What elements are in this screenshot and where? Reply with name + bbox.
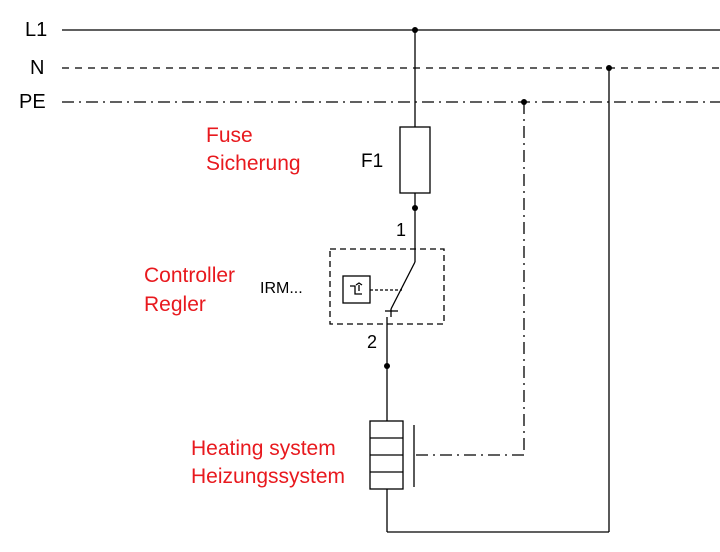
heater-title-de: Heizungssystem [191,465,346,488]
junction-dot-icon [384,363,390,369]
controller-model-label: IRM... [260,280,303,297]
thermostat-symbol-icon [342,275,371,304]
fuse-designator: F1 [361,151,384,172]
n-bus-label: N [30,57,45,79]
controller-title-en: Controller [144,264,236,287]
terminal-1-label: 1 [396,220,407,240]
junction-dot-icon [412,27,418,33]
junction-dot-icon [412,205,418,211]
heating-element-symbol [369,420,404,490]
fuse-title-en: Fuse [206,124,253,147]
pe-bus-label: PE [19,91,46,113]
heater-title-en: Heating system [191,437,336,460]
terminal-2-label: 2 [367,332,378,352]
switch-contact-icon [385,261,416,317]
controller-enclosure [329,248,445,325]
fuse-symbol [399,126,431,194]
junction-dot-icon [521,99,527,105]
fuse-title-de: Sicherung [206,152,301,175]
controller-title-de: Regler [144,293,206,316]
junction-dot-icon [606,65,612,71]
l1-bus-label: L1 [25,19,48,41]
